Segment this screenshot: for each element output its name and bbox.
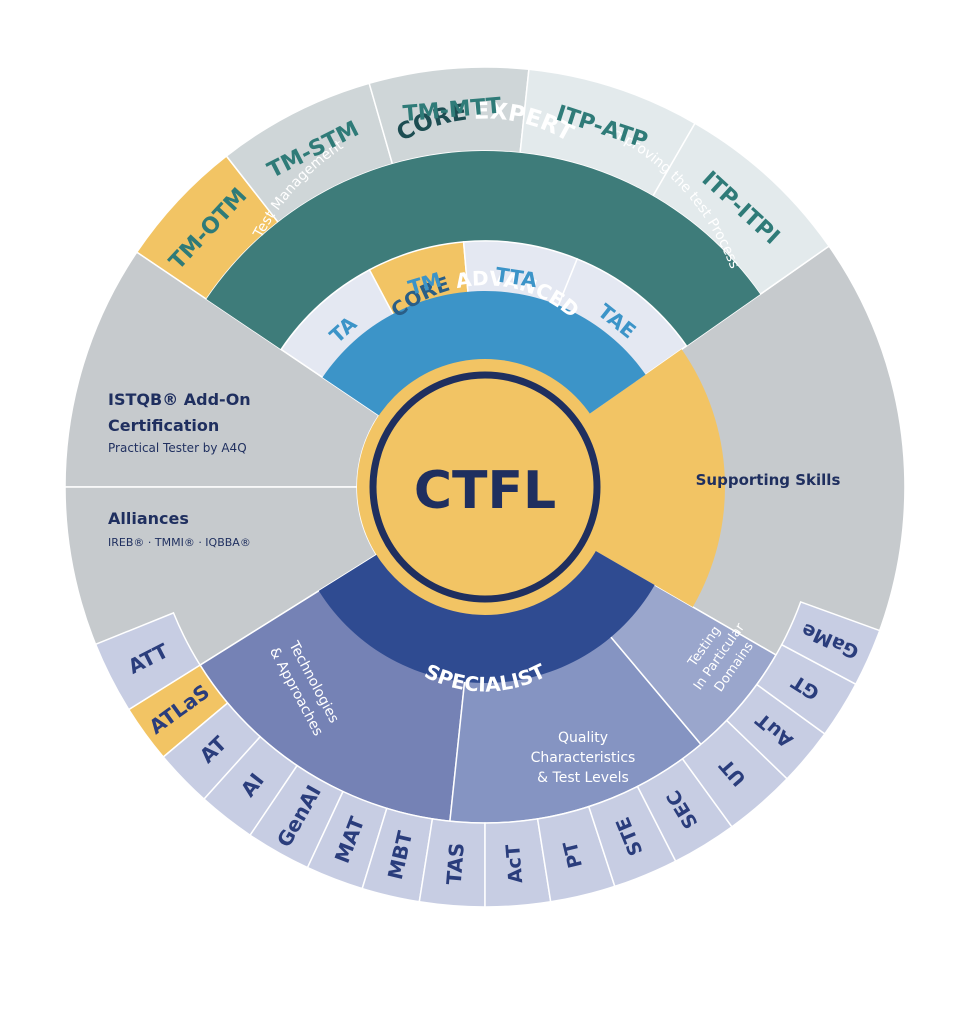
alliances-title[interactable]: Alliances [108,509,189,528]
ctfl-core [381,383,589,591]
specialist-module-tile [780,600,881,686]
add-on-title-line1[interactable]: ISTQB® Add-On [108,390,251,409]
svg-text:& Test Levels: & Test Levels [537,770,629,786]
left-module-7[interactable]: TAS [442,842,469,886]
quality-label: Quality Characteristics & Test Levels [531,730,636,786]
core-expert-ring [206,150,761,350]
svg-text:Quality: Quality [558,730,608,746]
supporting-skills-sector [581,349,725,607]
specialist-modules [94,600,881,908]
svg-text:Characteristics: Characteristics [531,750,636,766]
alliances-subtitle: IREB® · TMMI® · IQBBA® [108,536,251,549]
bottom-module-0[interactable]: AcT [502,843,527,884]
supporting-skills-label[interactable]: Supporting Skills [696,471,841,489]
add-on-title-line2[interactable]: Certification [108,416,219,435]
add-on-subtitle: Practical Tester by A4Q [108,441,247,455]
ctfl-ring [369,371,601,603]
ctfl-label[interactable]: CTFL [414,461,556,521]
